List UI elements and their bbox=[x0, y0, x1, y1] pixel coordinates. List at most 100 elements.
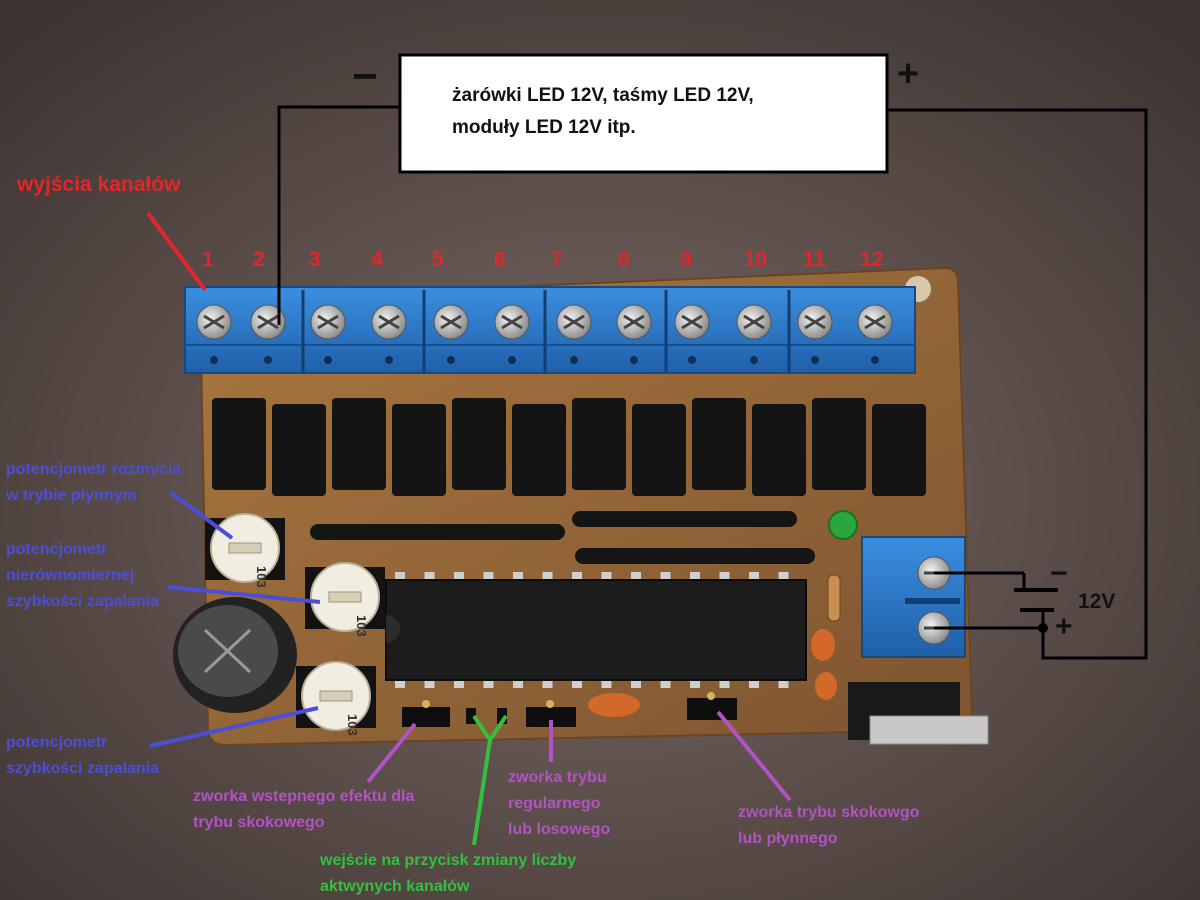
channel-number-12: 12 bbox=[860, 248, 884, 271]
terminal-screw-8 bbox=[616, 304, 652, 364]
power-terminal bbox=[861, 536, 966, 658]
ceramic-capacitor-2 bbox=[815, 672, 837, 700]
ceramic-capacitor-1 bbox=[811, 629, 835, 661]
terminal-screw-9 bbox=[674, 304, 710, 364]
pointer-jumper-jump bbox=[716, 710, 792, 802]
transistor-2 bbox=[272, 404, 326, 496]
supply-plus: + bbox=[1055, 610, 1073, 643]
channel-number-6: 6 bbox=[494, 248, 506, 271]
jumper-initial-line-1: zworka wstepnego efektu dla bbox=[193, 788, 415, 805]
diode-3 bbox=[575, 548, 815, 564]
pot-uneven-line-2: nierównomiernej bbox=[6, 567, 135, 584]
load-box bbox=[398, 53, 889, 174]
jumper-initial-label: zworka wstepnego efektu dla trybu skokow… bbox=[193, 784, 414, 836]
transistor-6 bbox=[512, 404, 566, 496]
button-input-label: wejście na przycisk zmiany liczby aktwyn… bbox=[320, 848, 576, 900]
resistor bbox=[827, 574, 841, 622]
terminal-screw-5 bbox=[433, 304, 469, 364]
jumper-initial-line-2: trybu skokowego bbox=[193, 814, 325, 831]
load-box-line-2: moduły LED 12V itp. bbox=[452, 117, 636, 138]
pot-speed-line-2: szybkości zapalania bbox=[6, 760, 159, 777]
trimmer-blur-code: 103 bbox=[254, 566, 269, 588]
supply-minus: − bbox=[1050, 557, 1068, 590]
pot-blur-line-2: w trybie płynnym bbox=[6, 487, 137, 504]
terminal-screw-4 bbox=[371, 304, 407, 364]
channel-number-3: 3 bbox=[309, 248, 321, 271]
output-terminal-block bbox=[184, 286, 916, 374]
transistor-8 bbox=[632, 404, 686, 496]
transistor-7 bbox=[572, 398, 626, 490]
channel-number-5: 5 bbox=[432, 248, 444, 271]
terminal-screw-11 bbox=[797, 304, 833, 364]
pot-speed-label: potencjometr szybkości zapalania bbox=[6, 730, 159, 782]
green-led bbox=[828, 510, 858, 540]
terminal-screw-1 bbox=[196, 304, 232, 364]
jumper-regular-label: zworka trybu regularnego lub losowego bbox=[508, 765, 610, 843]
terminal-screw-10 bbox=[736, 304, 772, 364]
button-input-line-1: wejście na przycisk zmiany liczby bbox=[320, 852, 577, 869]
jumper-regular-line-2: regularnego bbox=[508, 795, 601, 812]
channel-number-2: 2 bbox=[253, 248, 265, 271]
diode-1 bbox=[310, 524, 565, 540]
supply-voltage: 12V bbox=[1078, 590, 1116, 613]
terminal-screw-6 bbox=[494, 304, 530, 364]
channel-number-4: 4 bbox=[371, 248, 383, 271]
pot-blur-label: potencjometr rozmycia w trybie płynnym bbox=[6, 457, 181, 509]
trimmer-uneven: 103 bbox=[305, 562, 385, 637]
pot-uneven-line-3: szybkości zapalania bbox=[6, 593, 159, 610]
pot-uneven-line-1: potencjometr bbox=[6, 541, 108, 558]
channel-number-10: 10 bbox=[744, 248, 768, 271]
transistor-9 bbox=[692, 398, 746, 490]
transistor-1 bbox=[212, 398, 266, 490]
jumper-regular-line-1: zworka trybu bbox=[508, 769, 607, 786]
transistor-12 bbox=[872, 404, 926, 496]
transistor-4 bbox=[392, 404, 446, 496]
electrolytic-capacitor bbox=[173, 597, 297, 713]
channel-number-9: 9 bbox=[680, 248, 692, 271]
channel-number-11: 11 bbox=[803, 248, 826, 271]
button-input-pins bbox=[466, 708, 507, 724]
terminal-screw-2 bbox=[250, 304, 286, 364]
microcontroller-chip bbox=[385, 572, 807, 688]
channel-number-8: 8 bbox=[618, 248, 630, 271]
pointer-pot-speed bbox=[149, 706, 319, 748]
pointer-button-input bbox=[472, 739, 492, 846]
jumper-jump-smooth bbox=[687, 692, 737, 720]
transistor-11 bbox=[812, 398, 866, 490]
pot-uneven-label: potencjometr nierównomiernej szybkości z… bbox=[6, 537, 159, 615]
terminal-screw-3 bbox=[310, 304, 346, 364]
trimmer-uneven-code: 103 bbox=[354, 615, 369, 637]
trimmer-speed-code: 103 bbox=[345, 714, 360, 736]
pointer-pot-uneven bbox=[167, 585, 321, 604]
load-box-line-1: żarówki LED 12V, taśmy LED 12V, bbox=[452, 85, 754, 106]
jumper-regular-line-3: lub losowego bbox=[508, 821, 611, 838]
wire-minus bbox=[277, 105, 400, 325]
outputs-label: wyjścia kanałów bbox=[17, 173, 181, 196]
jumper-regular-random bbox=[526, 700, 576, 727]
diode-2 bbox=[572, 511, 797, 527]
plus-sign: + bbox=[897, 53, 920, 95]
jumper-jump-label: zworka trybu skokowgo lub płynnego bbox=[738, 800, 919, 852]
pot-blur-line-1: potencjometr rozmycia bbox=[6, 461, 182, 478]
pointer-outputs bbox=[146, 211, 207, 292]
transistor-10 bbox=[752, 404, 806, 496]
minus-sign: − bbox=[352, 52, 378, 101]
wire-plus bbox=[887, 108, 1148, 660]
ceramic-capacitor-3 bbox=[588, 693, 640, 717]
load-box-text: żarówki LED 12V, taśmy LED 12V, moduły L… bbox=[452, 80, 754, 144]
pointer-pot-blur bbox=[168, 490, 234, 540]
jumper-jump-line-1: zworka trybu skokowgo bbox=[738, 804, 920, 821]
terminal-screw-12 bbox=[857, 304, 893, 364]
jumper-jump-line-2: lub płynnego bbox=[738, 830, 838, 847]
trimmer-speed: 103 bbox=[296, 661, 376, 736]
pointer-jumper-initial bbox=[366, 722, 417, 784]
channel-number-1: 1 bbox=[202, 248, 214, 271]
jumper-initial-effect bbox=[402, 700, 450, 727]
pot-speed-line-1: potencjometr bbox=[6, 734, 108, 751]
transistor-row bbox=[212, 398, 926, 496]
channel-number-7: 7 bbox=[551, 248, 563, 271]
button-input-line-2: aktwynych kanałów bbox=[320, 878, 470, 895]
terminal-screw-7 bbox=[556, 304, 592, 364]
transistor-3 bbox=[332, 398, 386, 490]
